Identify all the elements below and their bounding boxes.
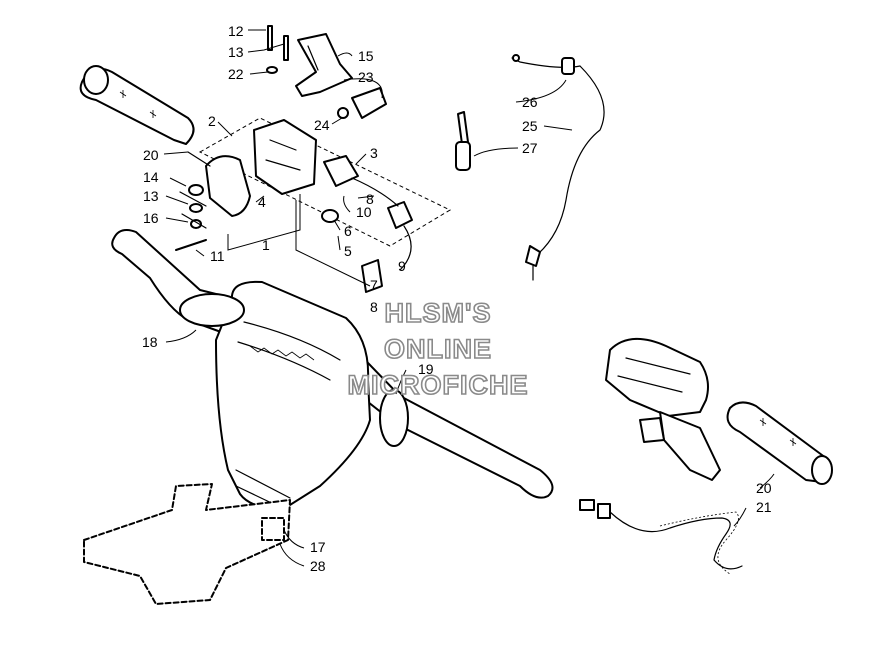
callout-17: 17	[310, 539, 326, 555]
throttle-cable	[511, 54, 605, 281]
callout-15: 15	[358, 48, 374, 64]
callout-6: 6	[344, 223, 352, 239]
callout-28: 28	[310, 558, 326, 574]
callout-1: 1	[262, 237, 270, 253]
callout-2: 2	[208, 113, 216, 129]
callout-9: 9	[398, 258, 406, 274]
callout-5: 5	[344, 243, 352, 259]
callout-23: 23	[358, 69, 374, 85]
callout-13-left: 13	[143, 188, 159, 204]
callout-11: 11	[210, 248, 225, 264]
watermark-line-2: ONLINE	[384, 334, 492, 364]
watermark-line-1: HLSM'S	[385, 298, 492, 328]
handlebar-pad	[83, 483, 291, 605]
left-handlebar-grip	[79, 65, 195, 145]
right-handlebar-grip	[726, 401, 833, 485]
leader-lines	[163, 29, 775, 567]
callout-25: 25	[522, 118, 538, 134]
callout-8-lower: 8	[370, 299, 378, 315]
callout-21: 21	[756, 499, 772, 515]
mounting-hardware	[175, 151, 211, 251]
callout-8-upper: 8	[366, 191, 374, 207]
callout-20-left: 20	[143, 147, 159, 163]
watermark: HLSM'S ONLINE MICROFICHE	[347, 297, 529, 401]
callout-19: 19	[418, 361, 434, 377]
callout-26: 26	[522, 94, 538, 110]
tool-part-27	[455, 111, 471, 171]
throttle-lever-assembly	[266, 25, 387, 119]
callout-12: 12	[228, 23, 244, 39]
callout-24: 24	[314, 117, 330, 133]
switch-housing-assembly	[198, 117, 452, 293]
handlebar	[111, 229, 554, 511]
callout-labels: 12 13 22 15 23 24 2 3 20 14 13 16 4 1 11…	[142, 23, 772, 574]
callout-14: 14	[143, 169, 159, 185]
callout-18: 18	[142, 334, 158, 350]
callout-3: 3	[370, 145, 378, 161]
callout-16: 16	[143, 210, 159, 226]
callout-27: 27	[522, 140, 538, 156]
callout-22: 22	[228, 66, 244, 82]
callout-20-right: 20	[756, 480, 772, 496]
grip-heater-wire	[579, 499, 743, 575]
brake-lever-assembly	[605, 338, 721, 481]
watermark-line-3: MICROFICHE	[348, 370, 529, 400]
callout-10: 10	[356, 204, 372, 220]
callout-7: 7	[370, 277, 378, 293]
callout-13: 13	[228, 44, 244, 60]
callout-4: 4	[258, 194, 266, 210]
